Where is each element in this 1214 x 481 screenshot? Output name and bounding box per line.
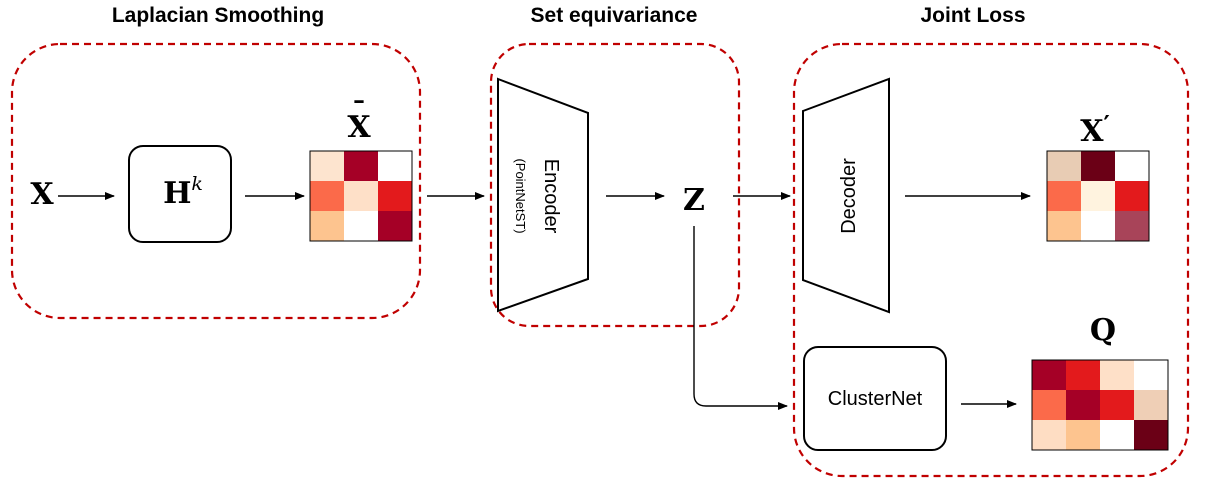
matrix-cell xyxy=(1081,181,1115,211)
reconstructed-matrix-base: X xyxy=(1080,114,1104,149)
smoothed-matrix-base: X xyxy=(347,110,371,145)
matrix-cell xyxy=(378,211,412,241)
filter-exponent: k xyxy=(191,173,203,195)
matrix-cell xyxy=(1115,181,1149,211)
joint-loss-title: Joint Loss xyxy=(920,4,1025,27)
encoder-label: Encoder xyxy=(540,159,562,234)
matrix-cell xyxy=(1100,420,1134,450)
matrix-cell xyxy=(344,151,378,181)
joint-loss-group xyxy=(792,42,1190,478)
smoothed-matrix-label: ¯ X xyxy=(347,96,371,145)
encoder-sublabel: (PointNetST) xyxy=(513,158,528,233)
matrix-cell xyxy=(1047,181,1081,211)
arrow-z-to-clusternet xyxy=(693,226,788,410)
matrix-cell xyxy=(1047,151,1081,181)
matrix-cell xyxy=(310,181,344,211)
encoder-block xyxy=(497,77,589,313)
reconstructed-matrix xyxy=(1046,150,1150,242)
matrix-cell xyxy=(344,181,378,211)
reconstructed-matrix-prime: ′ xyxy=(1103,110,1109,139)
latent-z-symbol: Z xyxy=(683,183,705,218)
assignment-matrix-label: Q xyxy=(1090,313,1116,348)
smoothed-matrix xyxy=(309,150,413,242)
matrix-cell xyxy=(310,151,344,181)
matrix-cell xyxy=(1134,390,1168,420)
matrix-cell xyxy=(1032,420,1066,450)
set-equivariance-title: Set equivariance xyxy=(531,4,698,27)
laplacian-smoothing-title: Laplacian Smoothing xyxy=(112,4,324,27)
matrix-cell xyxy=(1100,360,1134,390)
matrix-cell xyxy=(1066,390,1100,420)
matrix-cell xyxy=(1134,420,1168,450)
matrix-cell xyxy=(344,211,378,241)
clusternet-box xyxy=(803,346,947,451)
smoothed-matrix-bar: ¯ xyxy=(352,96,367,131)
input-x-symbol: X xyxy=(30,177,54,212)
assignment-matrix xyxy=(1031,359,1169,451)
matrix-cell xyxy=(1047,211,1081,241)
matrix-cell xyxy=(378,181,412,211)
matrix-border xyxy=(309,150,413,242)
filter-symbol: Hk xyxy=(163,173,203,211)
matrix-cell xyxy=(1134,360,1168,390)
matrix-border xyxy=(1046,150,1150,242)
matrix-border xyxy=(1031,359,1169,451)
matrix-cell xyxy=(1100,390,1134,420)
decoder-label: Decoder xyxy=(838,158,860,234)
matrix-cell xyxy=(1081,151,1115,181)
matrix-cell xyxy=(1081,211,1115,241)
reconstructed-matrix-label: X′ xyxy=(1080,110,1110,149)
laplacian-smoothing-group xyxy=(10,42,422,320)
matrix-cell xyxy=(1032,390,1066,420)
filter-box xyxy=(128,145,232,243)
matrix-cell xyxy=(378,151,412,181)
matrix-cell xyxy=(1115,151,1149,181)
decoder-block xyxy=(802,77,890,314)
matrix-cell xyxy=(310,211,344,241)
set-equivariance-group xyxy=(489,42,741,328)
filter-base: H xyxy=(163,176,191,211)
matrix-cell xyxy=(1066,360,1100,390)
clusternet-label: ClusterNet xyxy=(828,388,923,410)
matrix-cell xyxy=(1066,420,1100,450)
matrix-cell xyxy=(1032,360,1066,390)
matrix-cell xyxy=(1115,211,1149,241)
